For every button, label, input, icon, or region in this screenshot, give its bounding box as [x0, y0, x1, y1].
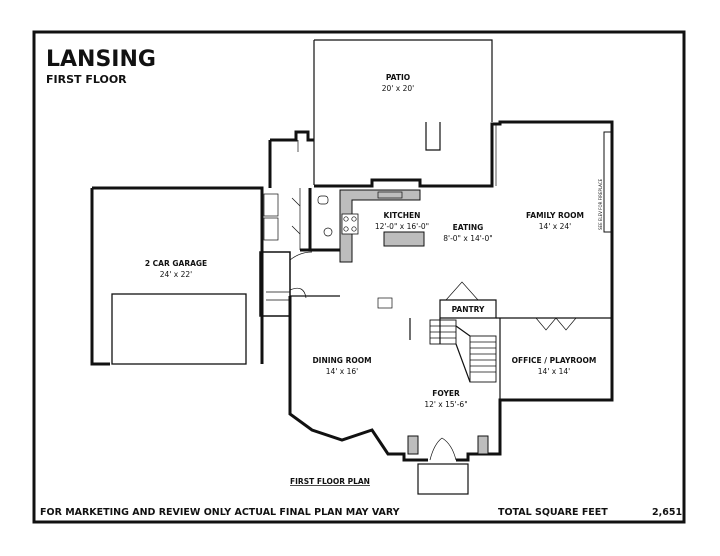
office-label: OFFICE / PLAYROOM — [512, 356, 597, 365]
eating-size: 8'-0" x 14'-0" — [443, 234, 493, 243]
foyer-size: 12' x 15'-6" — [424, 400, 467, 409]
powder-toilet — [317, 195, 329, 205]
garage-label: 2 CAR GARAGE — [145, 259, 207, 268]
staircase — [429, 319, 497, 383]
sqft-label: TOTAL SQUARE FEET — [498, 507, 608, 518]
patio-label: PATIO — [386, 73, 410, 82]
kitchen-range — [341, 213, 359, 235]
family-room-label: FAMILY ROOM — [526, 211, 584, 220]
svg-text:SEE ELEV FOR FIREPLACE: SEE ELEV FOR FIREPLACE — [598, 178, 603, 230]
office-size: 14' x 14' — [538, 367, 570, 376]
dining-room-label: DINING ROOM — [312, 356, 371, 365]
garage-door — [111, 293, 247, 365]
fireplace — [603, 131, 613, 233]
laundry-washer — [263, 193, 279, 217]
main-house-walls — [288, 120, 614, 462]
kitchen-label: KITCHEN — [384, 211, 421, 220]
floor-plan-caption: FIRST FLOOR PLAN — [290, 477, 370, 486]
garage-step — [259, 251, 291, 317]
foyer-label: FOYER — [432, 389, 460, 398]
patio-size: 20' x 20' — [382, 84, 414, 93]
eating-label: EATING — [453, 223, 484, 232]
plan-subtitle: FIRST FLOOR — [46, 73, 127, 86]
plan-title: LANSING — [46, 47, 156, 72]
garage-walls — [90, 186, 264, 366]
front-stoop — [417, 463, 469, 495]
garage-size: 24' x 22' — [160, 270, 192, 279]
family-room-size: 14' x 24' — [539, 222, 571, 231]
disclaimer-text: FOR MARKETING AND REVIEW ONLY ACTUAL FIN… — [40, 507, 400, 518]
powder-sink — [323, 227, 333, 237]
laundry-dryer — [263, 217, 279, 241]
kitchen-size: 12'-0" x 16'-0" — [375, 222, 429, 231]
sqft-value: 2,651 — [652, 507, 682, 518]
kitchen-island — [383, 231, 425, 247]
front-door — [429, 437, 457, 461]
kitchen-counter — [339, 189, 421, 263]
patio-outline — [313, 39, 493, 185]
rear-entry-wall — [268, 130, 314, 188]
dining-room-size: 14' x 16' — [326, 367, 358, 376]
pantry-label: PANTRY — [452, 305, 485, 314]
sheet-border — [32, 30, 686, 524]
